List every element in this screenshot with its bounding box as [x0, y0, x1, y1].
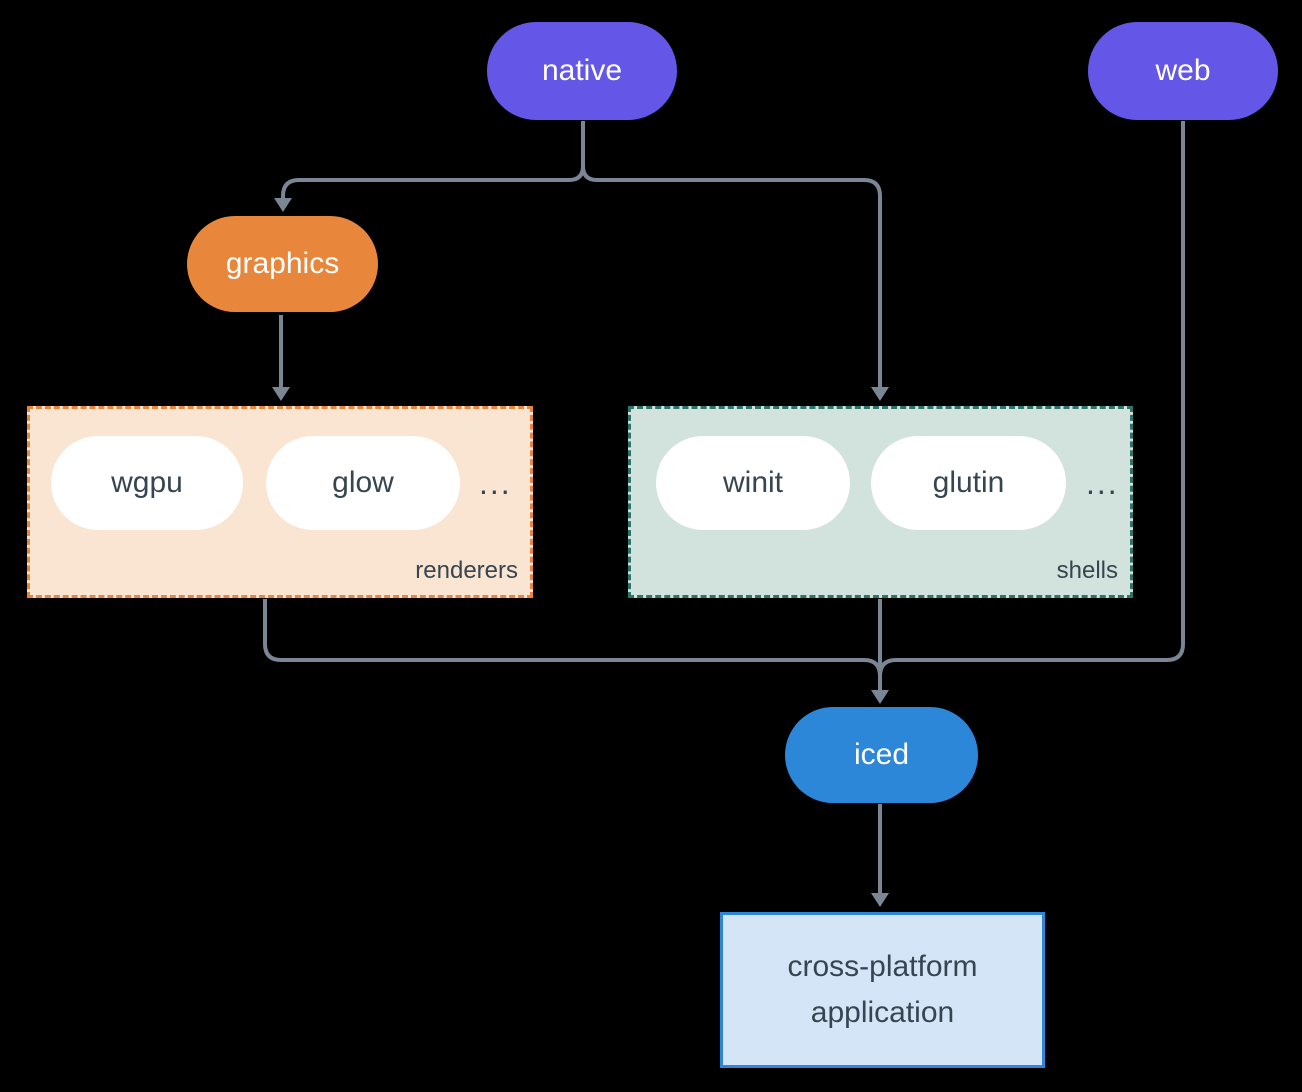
edge-native-to-shells: [581, 121, 882, 388]
shells-ellipsis: ...: [1086, 464, 1119, 501]
node-winit-label: winit: [722, 466, 783, 499]
arrowhead-into-shells: [871, 387, 889, 401]
group-renderers: wgpu glow ... renderers: [27, 406, 533, 598]
node-winit: winit: [656, 436, 850, 530]
node-web-label: web: [1155, 54, 1211, 87]
node-glutin-label: glutin: [932, 466, 1005, 499]
group-renderers-label: renderers: [415, 557, 518, 584]
arrowhead-into-renderers: [272, 387, 290, 401]
node-glow: glow: [266, 436, 460, 530]
app-label-line2: application: [810, 996, 955, 1029]
group-shells-label: shells: [1056, 557, 1118, 584]
node-glow-label: glow: [332, 466, 394, 499]
node-native: native: [487, 22, 677, 120]
node-graphics-label: graphics: [225, 247, 340, 280]
node-native-label: native: [541, 54, 623, 87]
node-graphics: graphics: [187, 216, 378, 312]
arrowhead-into-graphics: [274, 198, 292, 212]
app-label-line1: cross-platform: [787, 950, 978, 983]
node-wgpu-label: wgpu: [111, 466, 183, 499]
node-iced: iced: [785, 707, 978, 803]
node-web: web: [1088, 22, 1278, 120]
arrowhead-into-app: [871, 893, 889, 907]
edge-renderers-to-iced: [263, 599, 882, 677]
arrowhead-into-iced: [871, 690, 889, 704]
edge-native-to-graphics: [281, 121, 585, 199]
node-wgpu: wgpu: [51, 436, 243, 530]
renderers-ellipsis: ...: [479, 464, 512, 501]
node-iced-label: iced: [853, 738, 910, 771]
group-shells: winit glutin ... shells: [628, 406, 1133, 598]
node-glutin: glutin: [871, 436, 1066, 530]
node-cross-platform-application: cross-platform application: [720, 912, 1045, 1068]
